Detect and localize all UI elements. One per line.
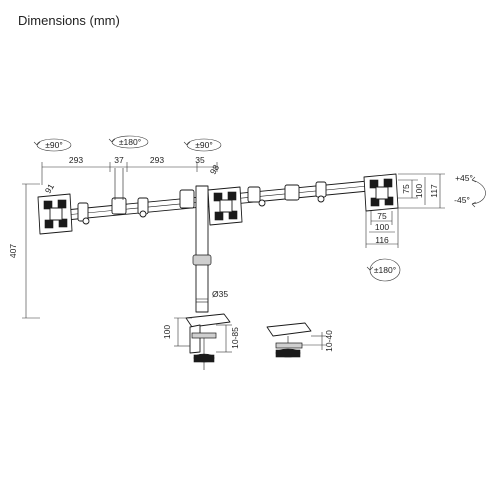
vesa-dimension-group: 75 100 117 75 100 116 bbox=[365, 173, 445, 248]
arm-joints bbox=[77, 168, 327, 225]
height-dimension-group: 407 bbox=[8, 183, 40, 319]
vesa-plate-center bbox=[207, 186, 243, 226]
rotation-center-panel-icon: ±90° bbox=[183, 138, 222, 152]
dim-height: 407 bbox=[8, 244, 18, 258]
rotation-center-arm-icon: ±180° bbox=[108, 135, 149, 149]
rotation-left-label: ±90° bbox=[45, 140, 63, 150]
dim-vesa-100-w: 100 bbox=[375, 222, 389, 232]
dim-pole-diameter: Ø35 bbox=[212, 289, 228, 299]
arm-dimension-group: 293 37 293 35 98 91 bbox=[41, 155, 222, 195]
rotation-right-panel-icon: ±180° bbox=[366, 258, 401, 282]
dim-grommet-range: 10-40 bbox=[324, 330, 334, 352]
rotation-center-arm-label: ±180° bbox=[119, 137, 141, 147]
dim-arm-mid: 37 bbox=[114, 155, 124, 165]
dim-joint-offset: 98 bbox=[208, 163, 222, 176]
vesa-plate-left bbox=[37, 193, 73, 235]
tilt-up-label: +45° bbox=[455, 173, 473, 183]
tilt-arc-icon: +45° -45° bbox=[454, 173, 486, 208]
vesa-plate-right bbox=[363, 173, 399, 212]
dim-clamp-height: 100 bbox=[162, 325, 172, 339]
page-title: Dimensions (mm) bbox=[18, 13, 120, 28]
grommet-mount bbox=[266, 322, 312, 358]
dim-vesa-75-w: 75 bbox=[377, 211, 387, 221]
pole bbox=[192, 185, 212, 313]
dim-arm-left: 293 bbox=[69, 155, 83, 165]
dim-vesa-116-w: 116 bbox=[375, 235, 389, 245]
dim-joint: 35 bbox=[195, 155, 205, 165]
dim-clamp-range: 10-85 bbox=[230, 327, 240, 349]
desk-clamp bbox=[185, 313, 231, 370]
dim-arm-right: 293 bbox=[150, 155, 164, 165]
rotation-left-icon: ±90° bbox=[33, 138, 72, 152]
rotation-center-panel-label: ±90° bbox=[195, 140, 213, 150]
dim-vesa-117-h: 117 bbox=[429, 184, 439, 198]
tilt-down-label: -45° bbox=[454, 195, 470, 205]
dim-left-offset: 91 bbox=[43, 182, 57, 195]
dim-vesa-100-h: 100 bbox=[414, 184, 424, 198]
rotation-right-panel-label: ±180° bbox=[374, 265, 396, 275]
dim-vesa-75-h: 75 bbox=[401, 184, 411, 194]
